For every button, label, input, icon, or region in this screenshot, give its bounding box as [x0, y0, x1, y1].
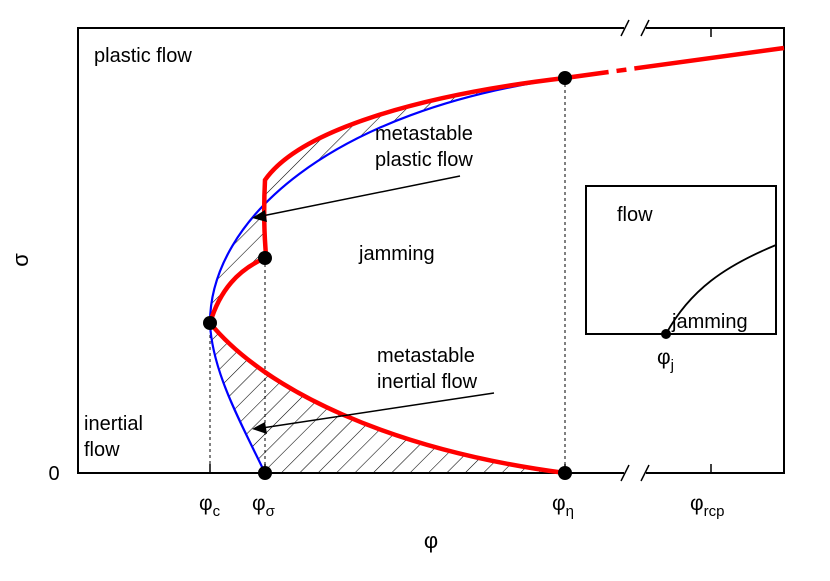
- point-phi-sigma-lower: [258, 466, 272, 480]
- point-phi-eta-upper: [558, 71, 572, 85]
- stable-branch-upper: [207, 75, 568, 326]
- label-metastable-inertial-1: metastable: [377, 345, 475, 367]
- inset-tick-phi-j: φj: [657, 346, 674, 374]
- point-phi-eta-lower: [558, 466, 572, 480]
- arrow-head-metastable-inertial: [252, 422, 267, 434]
- arrow-metastable-inertial: [261, 392, 495, 429]
- arrow-metastable-plastic: [261, 175, 461, 217]
- point-phi-c: [203, 316, 217, 330]
- axis-break-mark-left: [620, 464, 630, 482]
- inset-diagram: flow jamming φj: [585, 185, 777, 374]
- axis-break-gap: [624, 466, 646, 480]
- stable-branch-extension: [564, 45, 785, 81]
- label-metastable-plastic-2: plastic flow: [375, 149, 473, 171]
- x-tick-phi-c: φc: [199, 492, 221, 520]
- arrow-head-metastable-plastic: [252, 210, 267, 222]
- axis-label-phi: φ: [424, 528, 438, 553]
- point-phi-sigma-upper: [258, 251, 272, 265]
- label-inertial-flow-1: inertial: [84, 413, 143, 435]
- inset-point-phi-j: [661, 329, 671, 339]
- axis-label-sigma: σ: [8, 253, 33, 267]
- label-metastable-plastic-1: metastable: [375, 123, 473, 145]
- plot-frame: [77, 27, 785, 474]
- label-inertial-flow-2: flow: [84, 439, 120, 461]
- stable-branch-lower: [207, 320, 568, 476]
- label-plastic-flow: plastic flow: [94, 45, 192, 67]
- label-jamming: jamming: [358, 243, 435, 265]
- axis-break-mark-top-left: [620, 19, 630, 37]
- inset-label-jamming: jamming: [671, 311, 748, 333]
- axis-break-mark-right: [640, 464, 650, 482]
- label-metastable-inertial-2: inertial flow: [377, 371, 478, 393]
- axis-break-mark-top-right: [640, 19, 650, 37]
- y-tick-zero: 0: [48, 463, 59, 485]
- inset-yield-curve: [665, 244, 777, 335]
- axis-break-gap-top: [624, 21, 646, 35]
- x-tick-phi-sigma: φσ: [252, 492, 276, 520]
- metastable-boundary-lower: [208, 322, 266, 474]
- x-tick-phi-rcp: φrcp: [690, 492, 724, 520]
- metastable-boundary-upper: [208, 76, 566, 324]
- x-tick-phi-eta: φη: [552, 492, 574, 520]
- inset-label-flow: flow: [617, 204, 653, 226]
- metastable-inertial-region: [210, 323, 565, 473]
